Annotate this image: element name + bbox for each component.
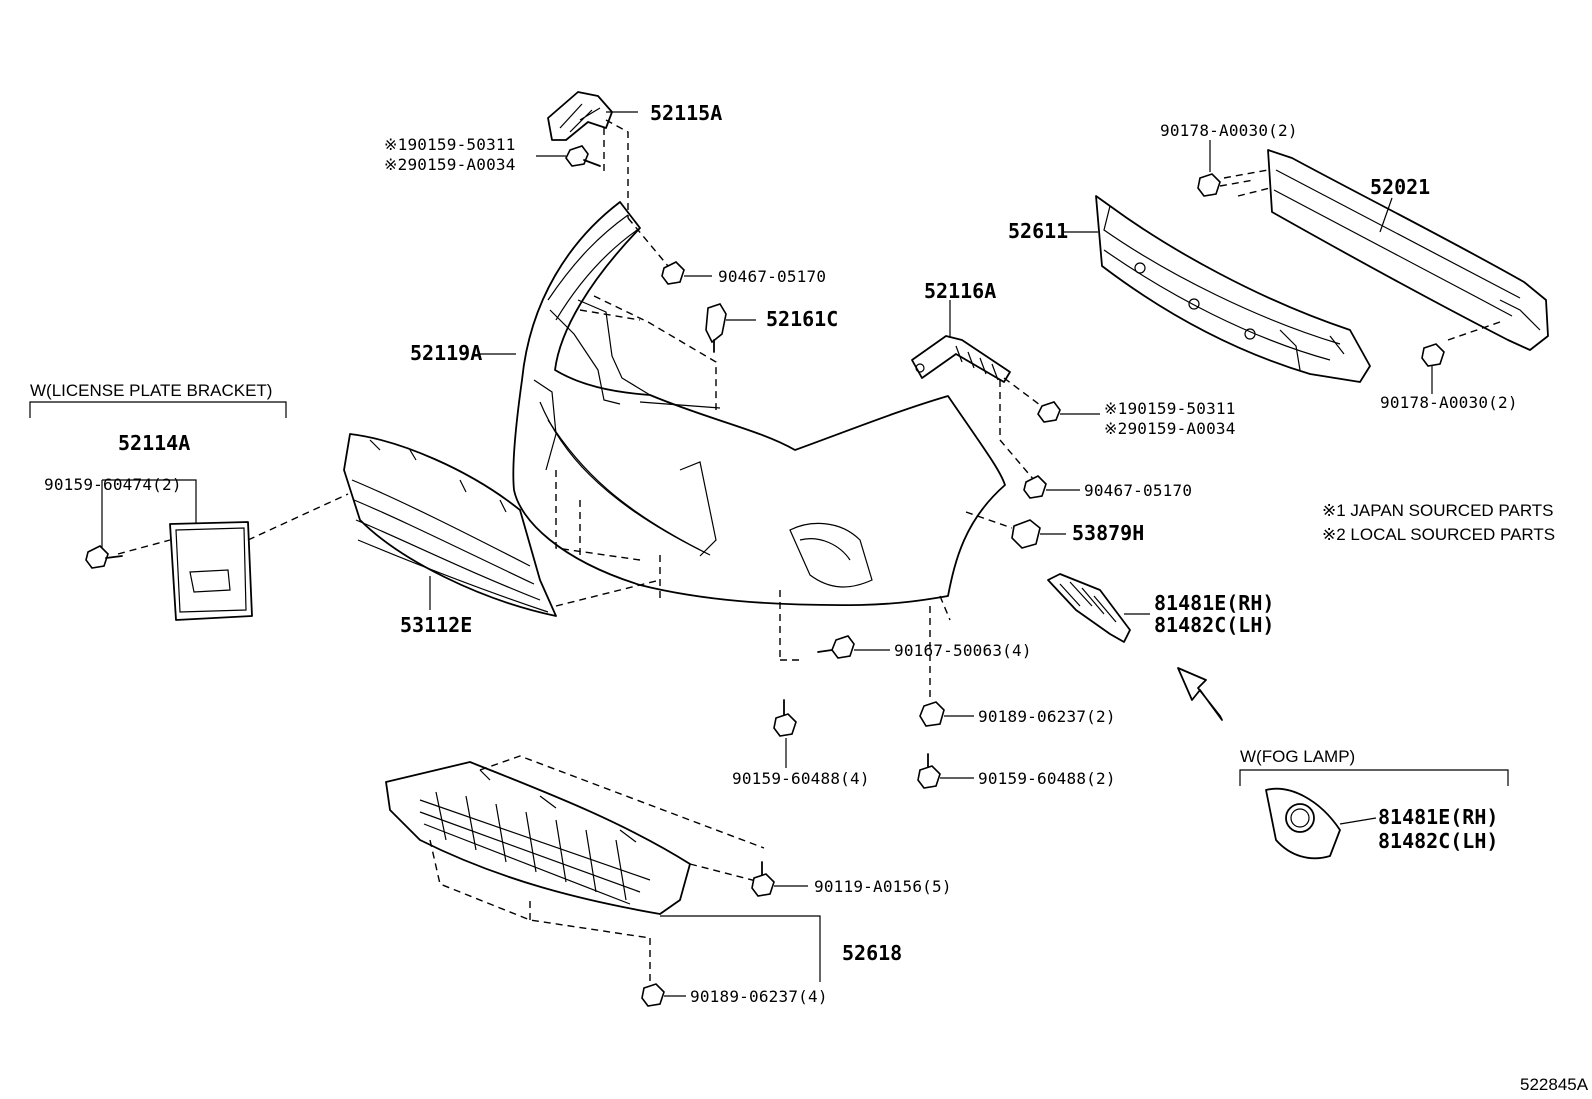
label-bolt-90159-60488-2: 90159-60488(2)	[978, 769, 1116, 788]
under-cover-52618	[385, 755, 821, 984]
illustration-id: 522845A	[1520, 1075, 1589, 1094]
screw-icon	[536, 145, 601, 167]
license-bracket-group: W(LICENSE PLATE BRACKET)	[29, 381, 349, 621]
label-52618: 52618	[842, 941, 902, 965]
screw-icon	[1037, 401, 1100, 423]
label-fog-81481E-rh: 81481E(RH)	[1378, 805, 1498, 829]
label-52114A: 52114A	[118, 431, 190, 455]
bumper-cover-52119A	[478, 201, 1006, 660]
note-japan-sourced: ※1 JAPAN SOURCED PARTS	[1322, 501, 1554, 520]
label-bolt-90159-60474: 90159-60474(2)	[44, 475, 182, 494]
label-81482C-lh: 81482C(LH)	[1154, 613, 1274, 637]
label-screw-top-1: ※190159-50311	[384, 135, 516, 154]
bracket-52115A	[547, 91, 638, 218]
label-bolt-90167: 90167-50063(4)	[894, 641, 1032, 660]
label-bolt-90159-60488-4: 90159-60488(4)	[732, 769, 870, 788]
license-header: W(LICENSE PLATE BRACKET)	[30, 381, 272, 400]
clip-icon	[641, 983, 686, 1007]
fog-cover	[1047, 573, 1150, 643]
label-52021: 52021	[1370, 175, 1430, 199]
label-bolt-90119: 90119-A0156(5)	[814, 877, 952, 896]
note-local-sourced: ※2 LOCAL SOURCED PARTS	[1322, 525, 1555, 544]
clip-icon	[1023, 475, 1080, 499]
absorber-52611	[1064, 195, 1371, 383]
bolt-icon	[751, 861, 808, 897]
label-52161C: 52161C	[766, 307, 838, 331]
bolt-icon	[85, 545, 123, 569]
label-nut-90178-top: 90178-A0030(2)	[1160, 121, 1298, 140]
label-81481E-rh: 81481E(RH)	[1154, 591, 1274, 615]
label-52116A: 52116A	[924, 279, 996, 303]
nut-icon	[1197, 140, 1255, 197]
bolt-icon	[773, 699, 797, 768]
push-pin-icon	[705, 303, 756, 353]
label-52611: 52611	[1008, 219, 1068, 243]
arrow-icon	[1177, 667, 1223, 721]
label-clip-90467-mid: 90467-05170	[1084, 481, 1192, 500]
clip-icon	[627, 217, 712, 285]
clip-icon	[919, 606, 974, 727]
reinforcement-52021	[1223, 149, 1549, 351]
label-53112E: 53112E	[400, 613, 472, 637]
label-nut-90178-bottom: 90178-A0030(2)	[1380, 393, 1518, 412]
label-52119A: 52119A	[410, 341, 482, 365]
label-clip-90189-2: 90189-06237(2)	[978, 707, 1116, 726]
fog-lamp-group: W(FOG LAMP)	[1239, 747, 1509, 860]
nut-icon	[1421, 343, 1445, 394]
label-52115A: 52115A	[650, 101, 722, 125]
label-screw-mid-1: ※190159-50311	[1104, 399, 1236, 418]
grille-53112E	[343, 433, 661, 617]
label-53879H: 53879H	[1072, 521, 1144, 545]
label-clip-90189-4: 90189-06237(4)	[690, 987, 828, 1006]
bracket-52116A	[911, 300, 1045, 481]
fog-header: W(FOG LAMP)	[1240, 747, 1355, 766]
label-clip-90467-top: 90467-05170	[718, 267, 826, 286]
label-screw-top-2: ※290159-A0034	[384, 155, 516, 174]
bolt-icon	[917, 753, 974, 789]
label-screw-mid-2: ※290159-A0034	[1104, 419, 1236, 438]
label-fog-81482C-lh: 81482C(LH)	[1378, 829, 1498, 853]
bolt-icon	[780, 635, 890, 661]
retainer-53879H	[965, 511, 1066, 549]
